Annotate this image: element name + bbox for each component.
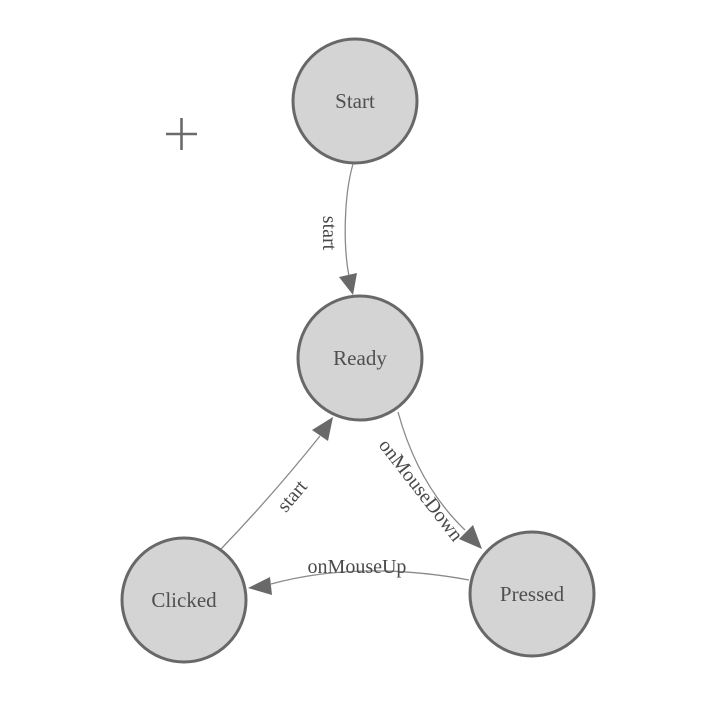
arrowhead-icon[interactable] [312,417,333,441]
arrowhead-icon[interactable] [339,273,357,295]
edge-line[interactable] [344,163,354,277]
edge-line[interactable] [397,411,466,531]
edge-ready-to-pressed[interactable]: onMouseDown [374,411,482,549]
plus-crosshair-icon [166,118,197,150]
node-label: Start [335,89,375,113]
edge-label: start [318,216,340,251]
node-circle[interactable] [120,536,248,664]
node-ready[interactable]: Ready [296,294,424,422]
edge-start-to-ready[interactable]: start [318,163,357,295]
node-circle[interactable] [296,294,424,422]
node-start[interactable]: Start [291,37,419,165]
node-clicked[interactable]: Clicked [120,536,248,664]
edge-line[interactable] [270,570,470,585]
node-label: Clicked [151,588,217,612]
node-circle[interactable] [468,530,596,658]
edge-label: onMouseUp [308,556,407,578]
node-circle[interactable] [291,37,419,165]
arrowhead-icon[interactable] [459,525,482,549]
edge-label: onMouseDown [374,435,467,546]
edge-clicked-to-ready[interactable]: start [220,417,333,550]
edge-line[interactable] [220,435,321,550]
node-label: Ready [333,346,387,370]
arrowhead-icon[interactable] [248,577,272,595]
edge-pressed-to-clicked[interactable]: onMouseUp [248,556,470,595]
node-pressed[interactable]: Pressed [468,530,596,658]
node-label: Pressed [500,582,565,606]
edge-label: start [273,476,312,517]
